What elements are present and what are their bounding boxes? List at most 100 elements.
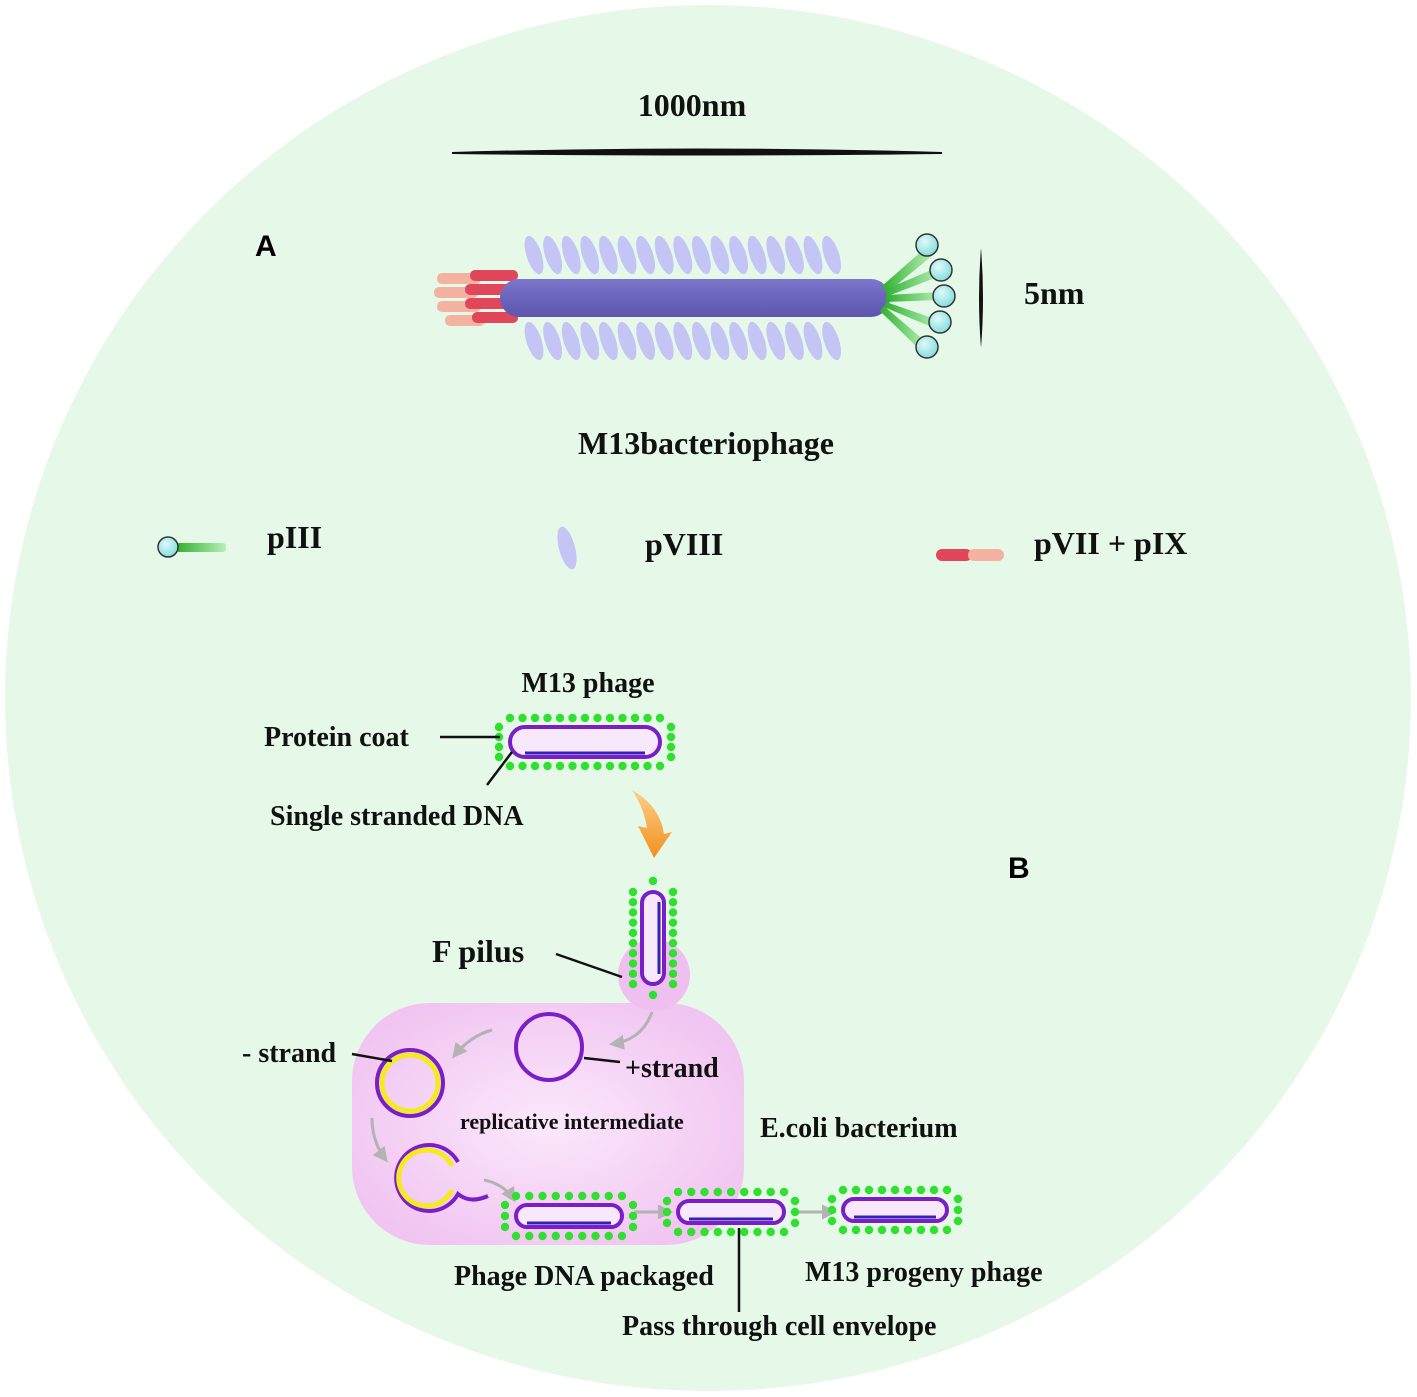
coat-dot — [630, 761, 640, 771]
phage-dna-packaged-label: Phage DNA packaged — [454, 1261, 714, 1292]
phage-capsule — [640, 890, 666, 986]
coat-dot — [662, 1207, 672, 1217]
minus-strand-inner — [379, 1052, 441, 1114]
coat-dot — [916, 1185, 926, 1195]
coat-dot — [838, 1185, 848, 1195]
coat-dot — [662, 1196, 672, 1206]
coat-dot — [890, 1225, 900, 1235]
coat-dot — [500, 1211, 510, 1221]
coat-dot — [753, 1187, 762, 1197]
m13-phage-title: M13 phage — [522, 668, 655, 699]
coat-dot — [827, 1205, 837, 1215]
coat-dot — [779, 1187, 789, 1197]
phage-progeny — [827, 1185, 963, 1235]
coat-dot — [666, 752, 676, 762]
coat-dot — [668, 949, 678, 958]
pviii-subunit — [673, 235, 693, 275]
ssdna-pointer — [486, 751, 513, 786]
coat-dot — [838, 1225, 848, 1235]
coat-dot — [525, 1231, 534, 1241]
protein-coat-label: Protein coat — [264, 722, 410, 753]
coat-dot — [551, 1191, 560, 1201]
coat-dot — [864, 1185, 874, 1195]
pviii-subunit — [691, 235, 711, 275]
coat-dot — [628, 928, 638, 938]
legend-pvii-pix-label: pVII + pIX — [1034, 525, 1187, 561]
cell-envelope-label: Pass through cell envelope — [622, 1311, 936, 1342]
coat-dot — [617, 1231, 627, 1241]
coat-dot — [687, 1227, 696, 1237]
coat-dot — [713, 1227, 722, 1237]
coat-dot — [505, 761, 515, 771]
coat-dot — [511, 1231, 521, 1241]
coat-dot — [673, 1187, 683, 1197]
legend-pvii-pix-icon — [936, 549, 1004, 561]
coat-dot — [903, 1225, 913, 1235]
coat-dot — [578, 1231, 587, 1241]
legend-pviii-label: pVIII — [645, 526, 723, 562]
pviii-subunit — [691, 321, 711, 361]
phage-attached-to-pilus — [628, 876, 678, 1000]
coat-dot — [564, 1191, 574, 1201]
coat-dot — [538, 1231, 547, 1241]
minus-strand-outer — [375, 1048, 445, 1118]
phage-packaged — [500, 1191, 638, 1241]
coat-dot — [628, 1200, 638, 1210]
coat-dot — [726, 1187, 736, 1197]
coat-dot — [525, 1191, 534, 1201]
scale-bar-length-label: 1000nm — [638, 87, 747, 123]
coat-dot — [666, 732, 676, 742]
flow-arrows — [370, 1011, 837, 1220]
pviii-subunit — [710, 321, 730, 361]
plus-strand-circle — [514, 1012, 584, 1082]
panel-b-label: B — [1008, 852, 1030, 885]
phage-capsule — [508, 725, 662, 759]
background-circle — [5, 5, 1411, 1391]
pviii-subunit — [766, 321, 786, 361]
coat-dot — [953, 1216, 963, 1226]
panel-a-title: M13bacteriophage — [578, 425, 834, 461]
coat-dot — [543, 713, 552, 723]
coat-dot — [700, 1227, 709, 1237]
plus-strand-pointer — [583, 1056, 621, 1064]
coat-dot — [630, 713, 640, 723]
coat-dot — [668, 898, 678, 907]
pviii-subunit — [747, 321, 767, 361]
pviii-subunit — [524, 235, 544, 275]
coat-dot — [851, 1225, 861, 1235]
coat-dot — [668, 938, 678, 948]
coat-dot — [655, 713, 665, 723]
f-pilus-label: F pilus — [432, 933, 524, 969]
progeny-phage-label: M13 progeny phage — [805, 1257, 1043, 1288]
coat-dot — [877, 1225, 887, 1235]
pvii-pix-cap — [434, 270, 518, 326]
pviii-subunit — [673, 321, 693, 361]
coat-dot — [494, 722, 504, 732]
pviii-subunit — [617, 235, 637, 275]
coat-dot — [779, 1227, 789, 1237]
coat-dot — [890, 1185, 900, 1195]
coat-dot — [511, 1191, 521, 1201]
coat-dot — [668, 959, 678, 968]
coat-dot — [643, 713, 652, 723]
coat-dot — [618, 761, 627, 771]
coat-dot — [726, 1227, 736, 1237]
coat-dot — [530, 761, 540, 771]
pviii-subunit — [617, 321, 637, 361]
pviii-coat-bottom — [524, 321, 842, 361]
coat-dot — [668, 928, 678, 938]
coat-dot — [530, 713, 540, 723]
phage-body — [500, 279, 890, 317]
pviii-subunit — [524, 321, 544, 361]
legend-pviii-icon — [557, 526, 577, 570]
coat-dot — [648, 990, 658, 1000]
unwinding-strand-inner — [396, 1147, 455, 1209]
coat-dot — [790, 1207, 800, 1217]
coat-dot — [618, 713, 627, 723]
pviii-subunit — [803, 235, 823, 275]
legend: pIII pVIII pVII + pIX — [157, 519, 1187, 570]
coat-dot — [568, 761, 577, 771]
coat-dot — [543, 761, 552, 771]
